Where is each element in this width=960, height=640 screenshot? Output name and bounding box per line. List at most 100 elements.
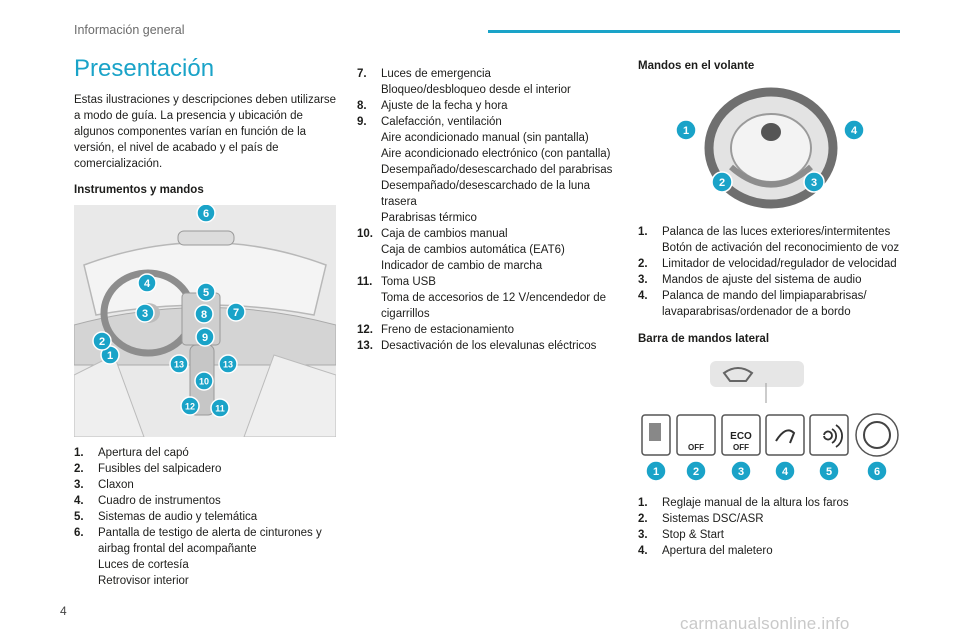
callout-marker (226, 302, 246, 322)
callout-marker (92, 331, 112, 351)
watermark: carmanualsonline.info (680, 614, 850, 633)
list-item-line: Caja de cambios manual (381, 228, 508, 240)
list-item-text: Sistemas DSC/ASR (662, 511, 900, 527)
list-item-line: Mandos de ajuste del sistema de audio (662, 274, 862, 286)
list-item-number: 9. (357, 116, 367, 128)
list-item: 2. Limitador de velocidad/regulador de ve… (638, 256, 900, 272)
list-item: 2. Fusibles del salpicadero (74, 461, 342, 477)
list-item-line: Toma USB (381, 276, 436, 288)
page-title: Presentación (74, 55, 215, 82)
callout-label: 6 (203, 208, 209, 220)
callout-marker (843, 119, 865, 141)
list-item-number: 4. (638, 545, 648, 557)
list-item-text: Stop & Start (662, 527, 900, 543)
list-item-number: 6. (74, 527, 84, 539)
list-item-number: 13. (357, 340, 373, 352)
list-item-line: Fusibles del salpicadero (98, 463, 222, 475)
list-item-number: 2. (638, 258, 648, 270)
list-item-line: Desactivación de los elevalunas eléctric… (381, 340, 597, 352)
list-item-number: 10. (357, 228, 373, 240)
callout-marker (169, 354, 189, 374)
callout-marker (180, 396, 200, 416)
list-item-line: Parabrisas térmico (381, 212, 477, 224)
callout-marker (818, 460, 840, 482)
callout-marker (194, 304, 214, 324)
callout-label: 1 (107, 350, 113, 362)
callout-marker (685, 460, 707, 482)
list-item-line: Calefacción, ventilación (381, 116, 502, 128)
callout-marker (730, 460, 752, 482)
list-item-line: Botón de activación del reconocimiento d… (662, 242, 900, 254)
list-item-text: Desactivación de los elevalunas eléctric… (381, 338, 619, 354)
callout-label: 3 (738, 466, 744, 478)
list-item: 3.Mandos de ajuste del sistema de audio (638, 272, 900, 288)
callout-label: 13 (174, 360, 184, 370)
list-item: 1. Palanca de las luces exteriores/interm… (638, 224, 900, 256)
list-item-line: Aire acondicionado manual (sin pantalla) (381, 132, 589, 144)
callout-label: 5 (826, 466, 832, 478)
list-item-text: Mandos de ajuste del sistema de audio (662, 272, 900, 288)
callout-label: 3 (142, 308, 148, 320)
list-item-line: Sistemas de audio y telemática (98, 511, 258, 523)
callout-label: 8 (201, 309, 207, 321)
list-item: 4.Palanca de mando del limpiaparabrisas/… (638, 288, 900, 320)
callout-marker (210, 398, 230, 418)
list-item-text: Sistemas de audio y telemática (98, 509, 342, 525)
heading-instruments: Instrumentos y mandos (74, 184, 204, 196)
callout-marker (676, 119, 697, 141)
list-item-text: Apertura del maletero (662, 543, 900, 559)
list-item-line: Palanca de las luces exteriores/intermit… (662, 226, 891, 238)
list-item-number: 11. (357, 276, 373, 288)
list-item-line: Limitador de velocidad/regulador de velo… (662, 258, 897, 270)
list-item-line: Indicador de cambio de marcha (381, 260, 543, 272)
callout-marker (645, 460, 667, 482)
list-item-line: Toma de accesorios de 12 V/encendedor de… (381, 292, 607, 320)
eco-text: ECO (730, 431, 752, 442)
list-item-number: 1. (638, 226, 648, 238)
list-item-text: Reglaje manual de la altura los faros (662, 495, 900, 511)
esp-off-text: OFF (688, 443, 704, 452)
list-item: 1. Apertura del capó (74, 445, 342, 461)
callout-marker (196, 205, 216, 223)
section-header-title: Información general (74, 23, 185, 37)
list-item-number: 3. (638, 529, 648, 541)
steering-controls-list: 1. Palanca de las luces exteriores/interm… (638, 224, 900, 320)
list-item-line: Freno de estacionamiento (381, 324, 514, 336)
list-item-number: 1. (74, 447, 84, 459)
list-item-text: Fusibles del salpicadero (98, 461, 342, 477)
callout-marker (218, 354, 238, 374)
list-item-line: Reglaje manual de la altura los faros (662, 497, 849, 509)
callout-label: 4 (144, 278, 151, 290)
list-item-line: Pantalla de testigo de alerta de cinturo… (98, 527, 322, 555)
list-item-number: 2. (74, 463, 84, 475)
callout-marker (774, 460, 796, 482)
list-item-number: 8. (357, 100, 367, 112)
callout-label: 2 (719, 177, 725, 189)
list-item-text: Apertura del capó (98, 445, 342, 461)
callout-label: 13 (223, 360, 233, 370)
callout-marker (137, 273, 157, 293)
list-item-number: 4. (74, 495, 84, 507)
list-item-number: 4. (638, 290, 648, 302)
header-accent-bar (488, 30, 900, 33)
list-item-line: Bloqueo/desbloqueo desde el interior (381, 84, 571, 96)
callout-label: 2 (693, 466, 699, 478)
list-item: 6. Pantalla de testigo de alerta de cintu… (74, 525, 342, 589)
list-item-number: 12. (357, 324, 373, 336)
list-item: 13. Desactivación de los elevalunas eléct… (357, 338, 619, 354)
list-item-line: Caja de cambios automática (EAT6) (381, 244, 565, 256)
list-item-line: Apertura del capó (98, 447, 189, 459)
callout-label: 3 (811, 177, 817, 189)
list-item: 2.Sistemas DSC/ASR (638, 511, 900, 527)
list-item-text: Limitador de velocidad/regulador de velo… (662, 256, 900, 272)
list-item: 8.Ajuste de la fecha y hora (357, 98, 619, 114)
